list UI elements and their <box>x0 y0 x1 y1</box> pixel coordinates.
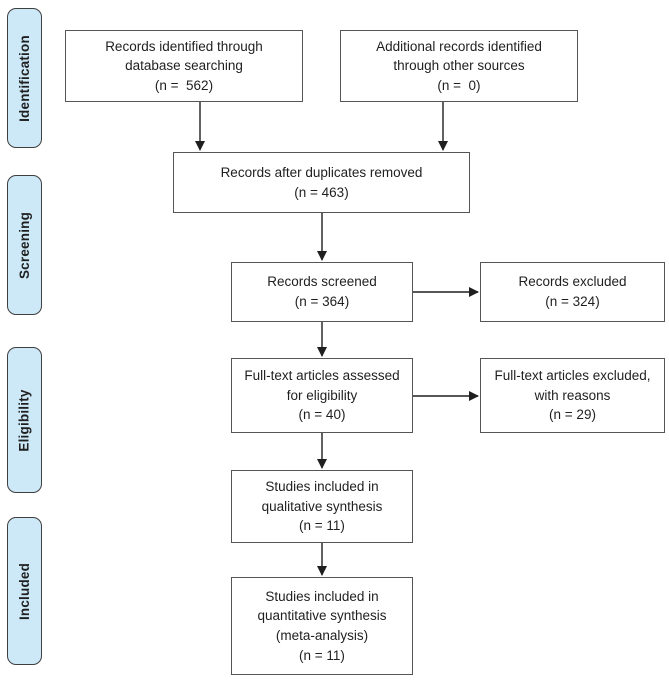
box-quantitative-synthesis-label: Studies included in quantitative synthes… <box>257 588 387 663</box>
box-fulltext-assessed-label: Full-text articles assessed for eligibil… <box>244 368 400 423</box>
stage-eligibility-label: Eligibility <box>17 388 32 452</box>
box-qualitative-synthesis: Studies included in qualitative synthesi… <box>231 470 413 543</box>
box-records-screened: Records screened (n = 364) <box>231 262 413 322</box>
stage-identification-label: Identification <box>17 34 32 122</box>
stage-included: Included <box>7 517 42 665</box>
box-additional-records-label: Additional records identified through ot… <box>376 38 542 93</box>
stage-identification: Identification <box>7 8 42 148</box>
box-quantitative-synthesis: Studies included in quantitative synthes… <box>231 577 413 675</box>
stage-screening-label: Screening <box>17 211 33 279</box>
box-fulltext-excluded: Full-text articles excluded, with reason… <box>480 358 665 433</box>
box-records-screened-label: Records screened (n = 364) <box>267 274 377 309</box>
box-records-identified: Records identified through database sear… <box>65 30 303 102</box>
box-records-after-duplicates: Records after duplicates removed (n = 46… <box>173 152 470 213</box>
box-records-excluded: Records excluded (n = 324) <box>480 262 665 322</box>
stage-included-label: Included <box>17 562 33 620</box>
box-additional-records: Additional records identified through ot… <box>340 30 578 102</box>
box-fulltext-assessed: Full-text articles assessed for eligibil… <box>231 358 413 433</box>
stage-eligibility: Eligibility <box>7 347 42 493</box>
box-fulltext-excluded-label: Full-text articles excluded, with reason… <box>494 368 651 423</box>
stage-screening: Screening <box>7 175 42 315</box>
box-records-excluded-label: Records excluded (n = 324) <box>518 274 627 309</box>
box-records-identified-label: Records identified through database sear… <box>105 38 263 93</box>
box-records-after-duplicates-label: Records after duplicates removed (n = 46… <box>220 164 423 200</box>
box-qualitative-synthesis-label: Studies included in qualitative synthesi… <box>261 479 383 534</box>
